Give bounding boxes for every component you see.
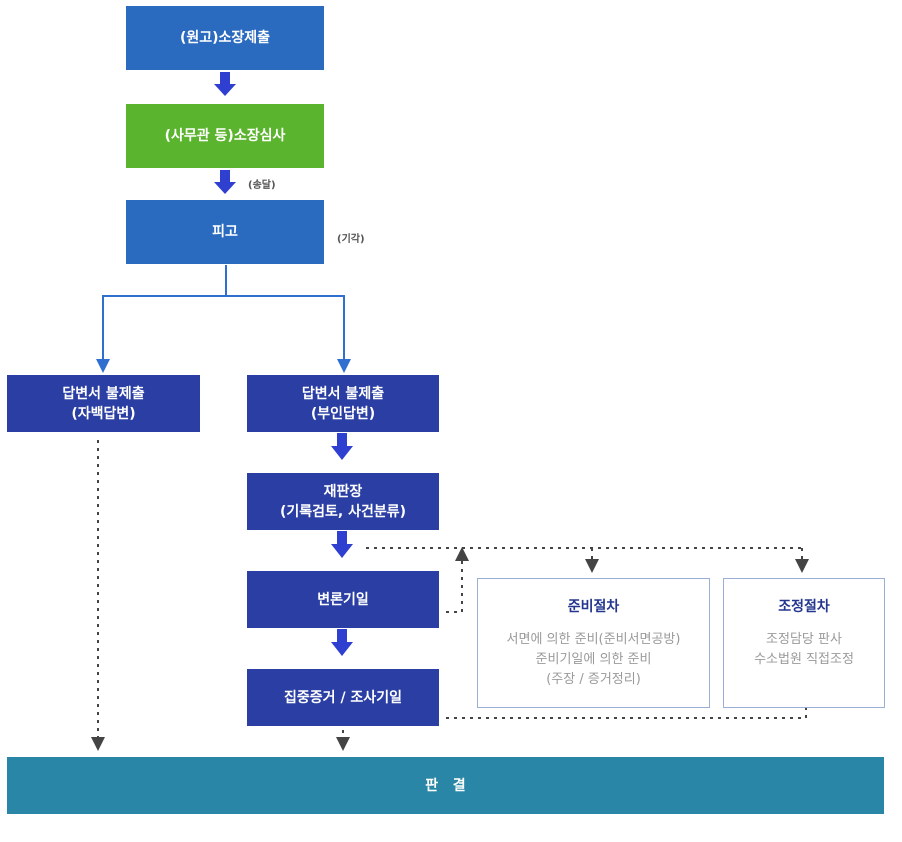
- review-box: (사무관 등)소장심사: [126, 104, 324, 168]
- prep-line: 준비기일에 의한 준비: [535, 652, 652, 667]
- review-label: (사무관 등)소장심사: [164, 128, 286, 144]
- answer-left-line2: (자백답변): [71, 405, 136, 422]
- hearing-box: 변론기일: [247, 571, 439, 628]
- trial-line1: 재판장: [323, 483, 363, 500]
- answer-left-box: 답변서 불제출 (자백답변): [7, 375, 200, 432]
- dismiss-note: (기각): [337, 234, 365, 245]
- evidence-box: 집중증거 / 조사기일: [247, 669, 439, 726]
- arrow-hearing-evidence: [331, 629, 353, 656]
- judgment-box: 판 결: [7, 757, 884, 814]
- defendant-box: 피고: [126, 200, 324, 264]
- mediation-desc: 조정담당 판사 수소법원 직접조정: [724, 630, 884, 670]
- prep-desc: 서면에 의한 준비(준비서면공방) 준비기일에 의한 준비 (주장 / 증거정리…: [478, 630, 709, 690]
- arrow-answer-trial: [331, 433, 353, 460]
- mediation-title: 조정절차: [778, 599, 830, 615]
- mediation-line: 조정담당 판사: [766, 632, 842, 647]
- answer-left-line1: 답변서 불제출: [62, 385, 145, 402]
- prep-title: 준비절차: [567, 599, 620, 615]
- judgment-label: 판 결: [425, 777, 466, 794]
- arrow-trial-hearing: [331, 531, 353, 558]
- mediation-line: 수소법원 직접조정: [754, 652, 854, 667]
- evidence-label: 집중증거 / 조사기일: [284, 689, 402, 706]
- arrow-submit-review: [214, 72, 236, 96]
- delivery-note: (송달): [248, 180, 276, 191]
- prep-line: 서면에 의한 준비(준비서면공방): [506, 632, 681, 647]
- mediation-box: 조정절차 조정담당 판사 수소법원 직접조정: [723, 578, 885, 708]
- submit-label: (원고)소장제출: [179, 30, 271, 46]
- answer-right-line2: (부인답변): [310, 405, 376, 422]
- prep-box: 준비절차 서면에 의한 준비(준비서면공방) 준비기일에 의한 준비 (주장 /…: [477, 578, 710, 708]
- arrow-review-defendant: [214, 170, 236, 194]
- submit-box: (원고)소장제출: [126, 6, 324, 70]
- dotted-lines: [91, 440, 809, 751]
- answer-right-line1: 답변서 불제출: [301, 385, 385, 402]
- prep-line: (주장 / 증거정리): [546, 672, 641, 687]
- hearing-label: 변론기일: [317, 591, 369, 608]
- answer-right-box: 답변서 불제출 (부인답변): [247, 375, 439, 432]
- trial-box: 재판장 (기록검토, 사건분류): [247, 473, 439, 530]
- trial-line2: (기록검토, 사건분류): [279, 503, 407, 520]
- defendant-label: 피고: [212, 224, 238, 240]
- branch-lines: [96, 265, 351, 373]
